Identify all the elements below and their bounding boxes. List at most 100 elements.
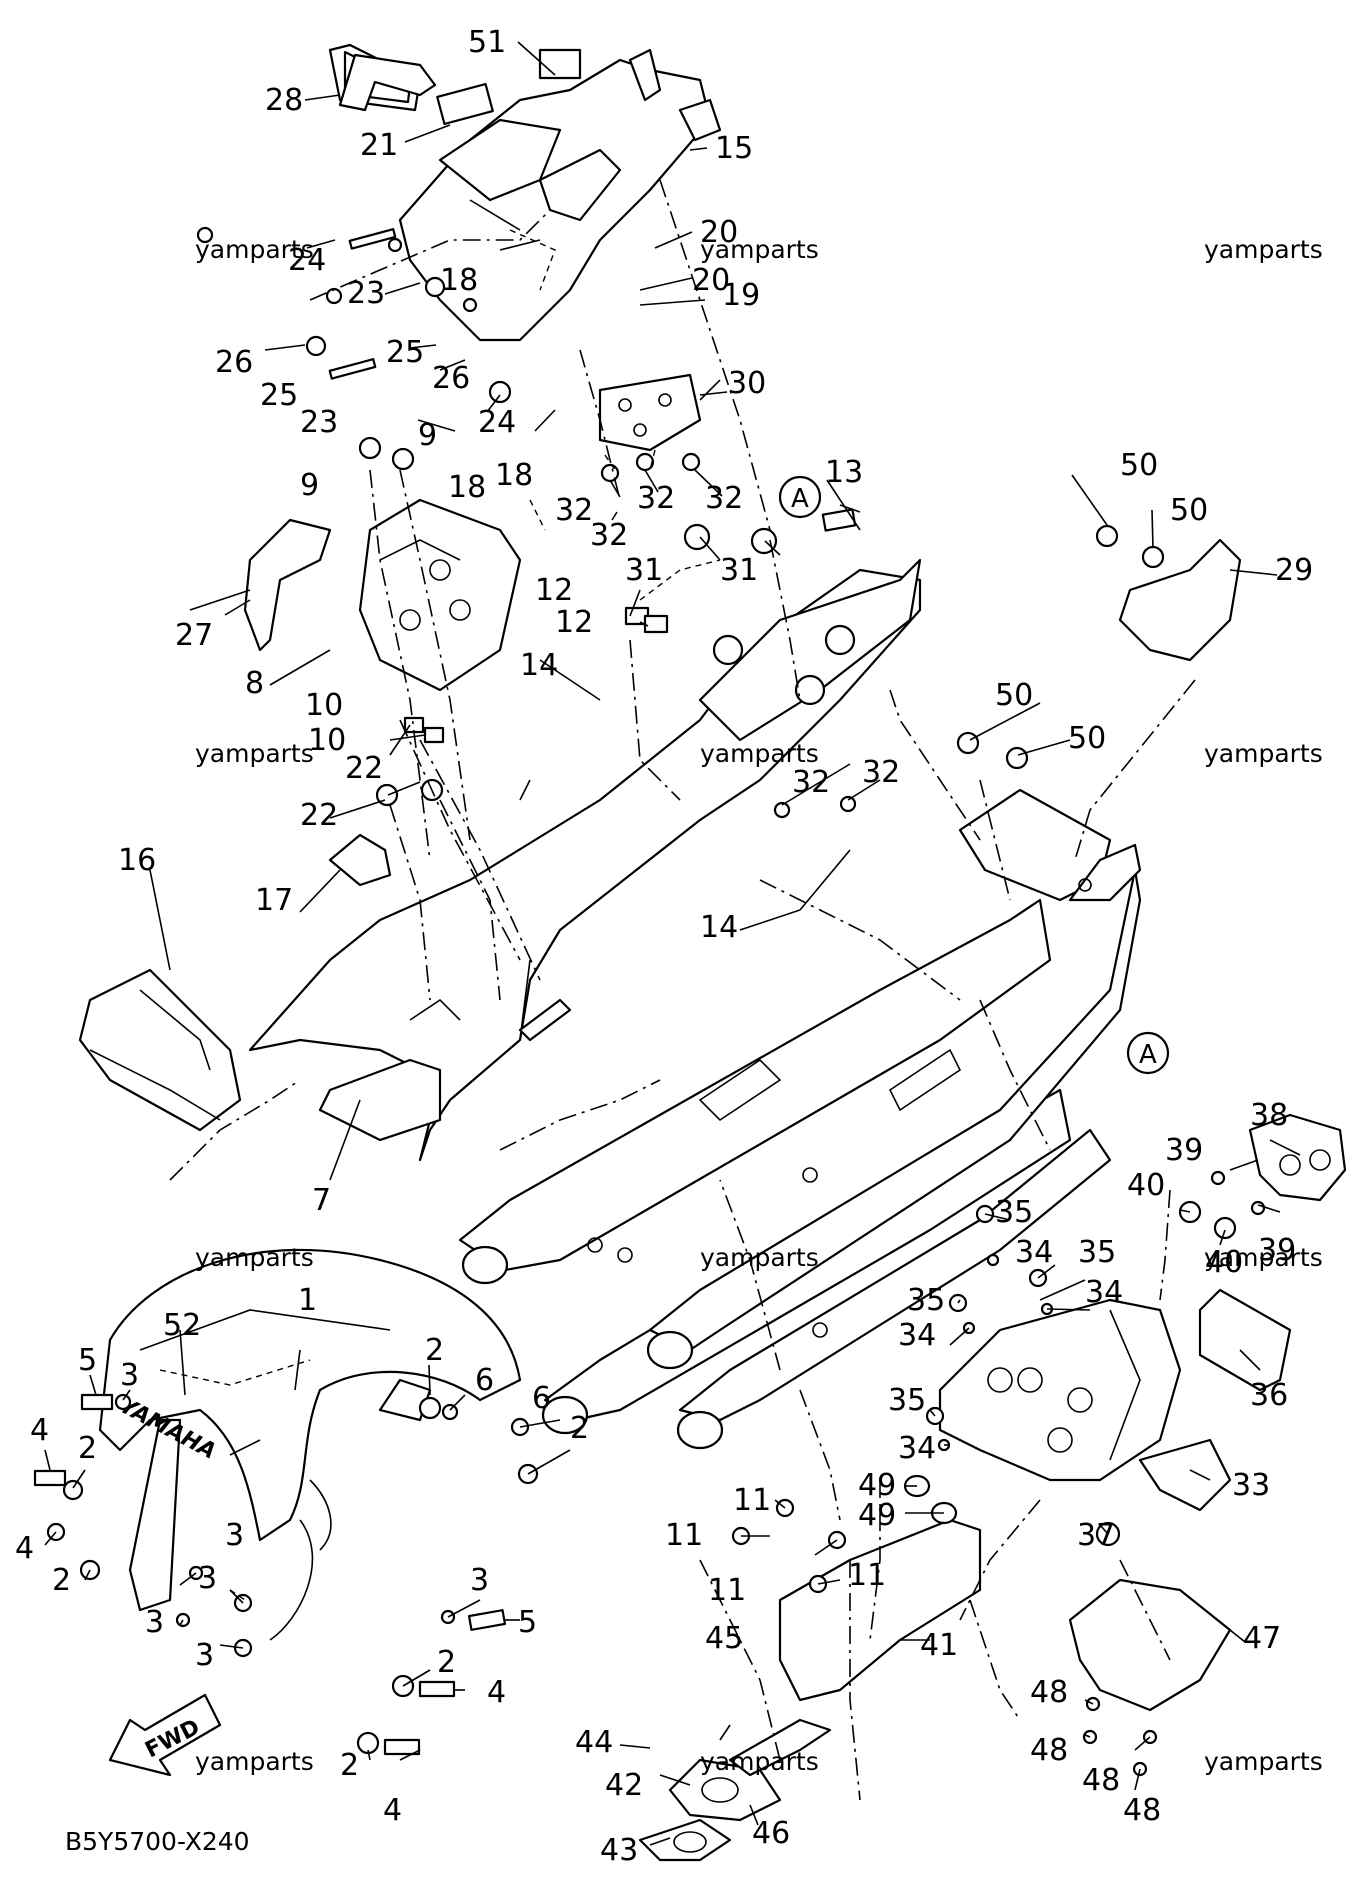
callout-32-f: 32	[862, 755, 900, 790]
callout-51: 51	[468, 25, 506, 60]
callout-47: 47	[1243, 1621, 1281, 1656]
reference-marker-label: A	[1139, 1040, 1157, 1070]
callout-45: 45	[705, 1621, 743, 1656]
callout-34-c: 34	[898, 1318, 936, 1353]
watermark-text: yamparts	[1204, 1747, 1323, 1776]
callout-24-upper: 24	[288, 243, 326, 278]
callout-34-b: 34	[1085, 1275, 1123, 1310]
callout-49-lower: 49	[858, 1498, 896, 1533]
callout-34-d: 34	[898, 1431, 936, 1466]
callout-36: 36	[1250, 1378, 1288, 1413]
callout-44: 44	[575, 1725, 613, 1760]
callout-12-upper: 12	[535, 573, 573, 608]
watermark-text: yamparts	[1204, 235, 1323, 264]
callout-32-b: 32	[637, 481, 675, 516]
callout-50-c: 50	[995, 678, 1033, 713]
callout-19: 19	[722, 278, 760, 313]
callout-13: 13	[825, 455, 863, 490]
watermark-text: yamparts	[195, 1243, 314, 1272]
reference-marker-a-upper: A	[778, 475, 822, 519]
callout-31-left: 31	[625, 553, 663, 588]
watermark-text: yamparts	[700, 235, 819, 264]
callout-50-d: 50	[1068, 721, 1106, 756]
callout-2-f: 2	[340, 1748, 359, 1783]
watermark-text: yamparts	[195, 235, 314, 264]
fasteners	[33, 226, 1266, 1777]
callout-23-upper: 23	[347, 276, 385, 311]
callout-9-left: 9	[300, 468, 319, 503]
front-fender: YAMAHA	[98, 1248, 522, 1641]
callout-26-left: 26	[215, 345, 253, 380]
callout-2-a: 2	[78, 1431, 97, 1466]
callout-2-c: 2	[570, 1411, 589, 1446]
callout-23-lower: 23	[300, 405, 338, 440]
part-17-bracket	[328, 833, 392, 887]
watermark-text: yamparts	[700, 739, 819, 768]
part-36-reflector	[1198, 1288, 1292, 1392]
callout-6-b: 6	[532, 1381, 551, 1416]
callout-numbers: 28 51 21 15 20 20 19 24 18 23 25 26 25 2…	[15, 25, 1313, 1868]
callout-14-lower: 14	[700, 910, 738, 945]
callout-30: 30	[728, 366, 766, 401]
callout-11-d: 11	[708, 1573, 746, 1608]
callout-48-c: 48	[1082, 1763, 1120, 1798]
watermark-text: yamparts	[1204, 739, 1323, 768]
callout-21: 21	[360, 128, 398, 163]
part-38-lamp	[1248, 1113, 1347, 1202]
part-28-grab	[338, 53, 437, 112]
callout-40-lower: 40	[1205, 1245, 1243, 1280]
callout-50-a: 50	[1120, 448, 1158, 483]
callout-32-c: 32	[705, 481, 743, 516]
callout-27: 27	[175, 618, 213, 653]
diagram-part-code: B5Y5700-X240	[65, 1827, 250, 1856]
watermark-text: yamparts	[1204, 1243, 1323, 1272]
callout-2-b: 2	[425, 1333, 444, 1368]
callout-10-upper: 10	[305, 688, 343, 723]
rear-cover-upper	[328, 43, 722, 342]
callout-39-lower: 39	[1258, 1233, 1296, 1268]
tail-light-housing	[938, 1298, 1232, 1512]
callout-35-b: 35	[1078, 1235, 1116, 1270]
callout-17: 17	[255, 883, 293, 918]
callout-3-b: 3	[225, 1518, 244, 1553]
callout-2-d: 2	[52, 1563, 71, 1598]
callout-1: 1	[298, 1283, 317, 1318]
callout-3-d: 3	[470, 1563, 489, 1598]
callout-20-upper: 20	[700, 215, 738, 250]
callout-14-upper: 14	[520, 648, 558, 683]
callout-26-right: 26	[432, 361, 470, 396]
callout-3-e: 3	[145, 1605, 164, 1640]
callout-43: 43	[600, 1833, 638, 1868]
callout-9-right: 9	[418, 418, 437, 453]
callout-40-upper: 40	[1127, 1168, 1165, 1203]
callout-8: 8	[245, 666, 264, 701]
callout-4-c: 4	[487, 1675, 506, 1710]
callout-48-b: 48	[1030, 1733, 1068, 1768]
reference-marker-label: A	[791, 484, 809, 514]
callout-7: 7	[312, 1183, 331, 1218]
callout-42: 42	[605, 1768, 643, 1803]
rear-frame	[458, 788, 1142, 1450]
callout-35-d: 35	[888, 1383, 926, 1418]
callout-38: 38	[1250, 1098, 1288, 1133]
callout-46: 46	[752, 1816, 790, 1851]
callout-5-right: 5	[518, 1605, 537, 1640]
callout-34-a: 34	[1015, 1235, 1053, 1270]
callout-28: 28	[265, 83, 303, 118]
callout-11-c: 11	[848, 1558, 886, 1593]
callout-3-a: 3	[120, 1358, 139, 1393]
callout-4-a: 4	[30, 1413, 49, 1448]
callout-35-c: 35	[907, 1283, 945, 1318]
callout-39-upper: 39	[1165, 1133, 1203, 1168]
part-41-bracket	[778, 1518, 982, 1702]
callout-22-lower: 22	[300, 798, 338, 833]
callout-15: 15	[715, 131, 753, 166]
callout-12-lower: 12	[555, 605, 593, 640]
callout-11-b: 11	[665, 1518, 703, 1553]
callout-31-right: 31	[720, 553, 758, 588]
callout-10-lower: 10	[308, 723, 346, 758]
callout-22-upper: 22	[345, 751, 383, 786]
callout-11-a: 11	[733, 1483, 771, 1518]
watermark-text: yamparts	[195, 1747, 314, 1776]
